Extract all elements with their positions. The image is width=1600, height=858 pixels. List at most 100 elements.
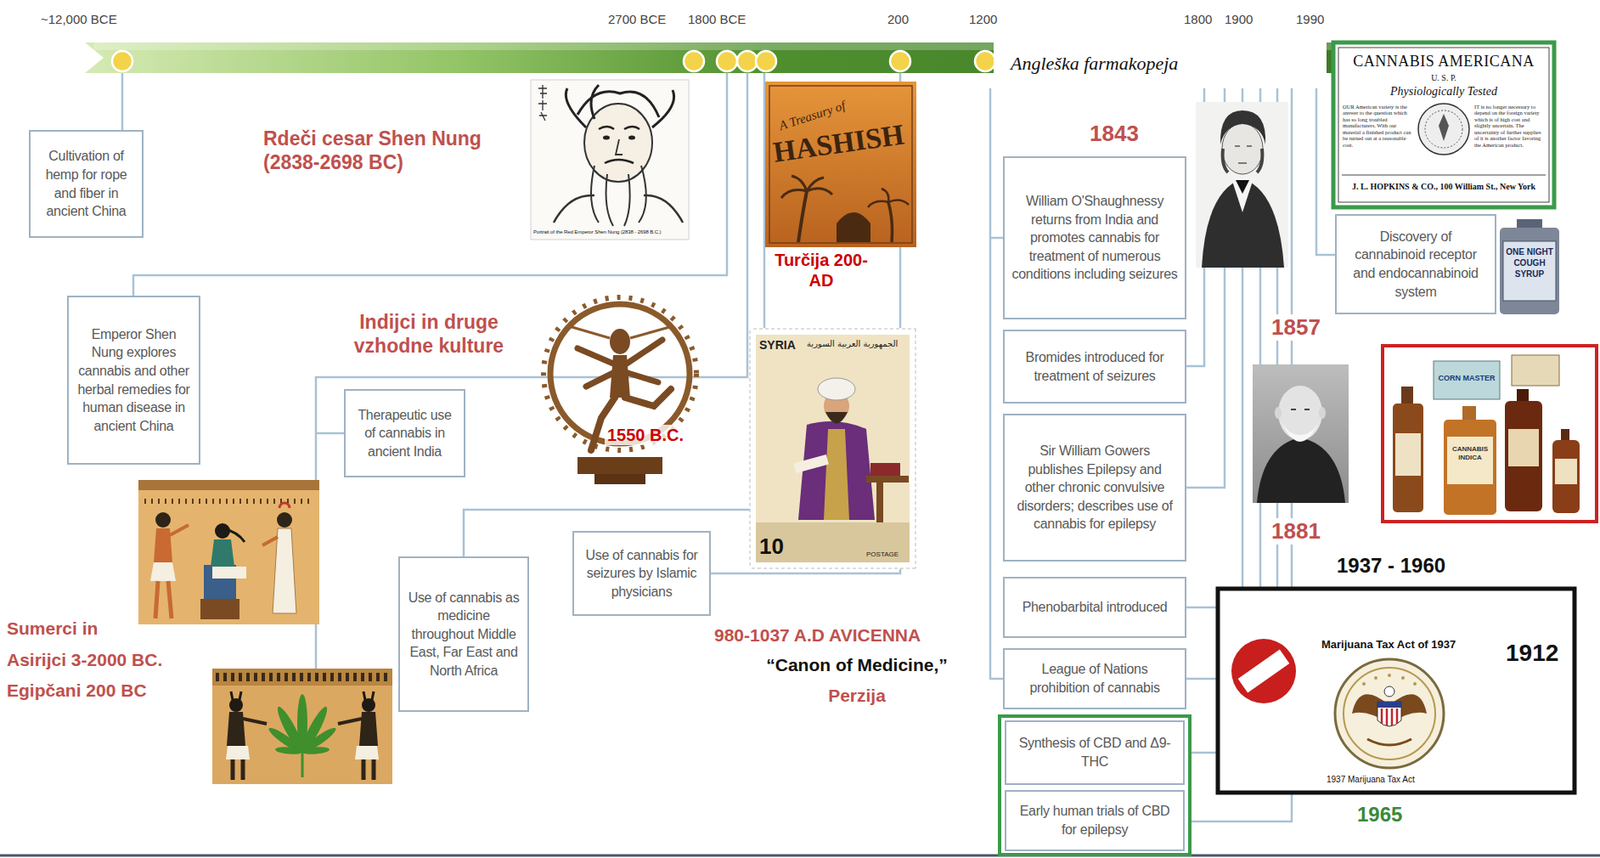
shen-nung-portrait bbox=[530, 79, 689, 240]
era-label: Indijci in druge vzhodne kulture bbox=[331, 310, 527, 358]
marijuana-tax-act-panel bbox=[1381, 708, 1398, 726]
image-caption: Portrait of the Red Emperor Shen Nung (2… bbox=[533, 229, 661, 236]
egyptian-painting bbox=[155, 512, 171, 528]
stamp-text: الجمهورية العربية السورية bbox=[806, 338, 898, 350]
highlight-frame bbox=[999, 715, 1190, 855]
box-text: Therapeutic use of cannabis in ancient I… bbox=[352, 405, 457, 462]
event-box: Cultivation of hemp for rope and fiber i… bbox=[28, 129, 144, 238]
timeline-dot bbox=[716, 50, 738, 72]
timeline-dot bbox=[112, 50, 133, 72]
cannabis-bottles bbox=[1504, 400, 1543, 512]
box-text: Use of cannabis for seizures by Islamic … bbox=[580, 546, 703, 602]
oshaughnessy-portrait bbox=[1235, 180, 1250, 194]
timeline-dot bbox=[683, 50, 705, 72]
cannabis-bottles bbox=[1508, 428, 1539, 467]
egyptian-cannabis-painting bbox=[242, 718, 267, 724]
avicenna-stamp bbox=[825, 411, 848, 424]
timeline-connectors bbox=[990, 88, 1003, 679]
marijuana-tax-act-panel bbox=[1367, 738, 1412, 745]
cannabis-americana-ad bbox=[1438, 113, 1449, 141]
event-box: Early human trials of CBD for epilepsy bbox=[1004, 789, 1185, 851]
egyptian-painting bbox=[212, 566, 247, 579]
hashish-book-cover bbox=[781, 175, 833, 198]
timeline-connectors bbox=[121, 73, 124, 130]
event-box: Use of cannabis as medicine throughout M… bbox=[398, 556, 530, 712]
bottle-label: CANNABIS INDICA bbox=[1447, 445, 1493, 462]
egyptian-cannabis-painting bbox=[361, 698, 376, 712]
avicenna-stamp bbox=[798, 421, 875, 520]
marijuana-tax-act-panel bbox=[1238, 649, 1291, 693]
timeline-dot bbox=[112, 50, 996, 72]
box-text: William O'Shaughnessy returns from India… bbox=[1011, 191, 1178, 284]
egyptian-cannabis-painting bbox=[302, 745, 331, 755]
egyptian-cannabis-painting bbox=[338, 718, 362, 724]
egyptian-painting bbox=[169, 524, 189, 536]
stamp-text: SYRIA bbox=[759, 338, 796, 353]
avicenna-stamp bbox=[876, 482, 884, 523]
hashish-book-cover bbox=[888, 202, 893, 243]
timeline-dot bbox=[737, 50, 758, 72]
egyptian-cannabis-painting bbox=[266, 724, 305, 755]
marijuana-tax-act-panel bbox=[1377, 701, 1402, 727]
ad-text: U. S. P. bbox=[1338, 73, 1550, 84]
egyptian-cannabis-painting bbox=[225, 745, 250, 760]
ad-text: J. L. HOPKINS & CO., 100 William St., Ne… bbox=[1338, 181, 1550, 192]
cannabis-americana-ad bbox=[1425, 110, 1463, 148]
era-label: Egipčani 200 BC bbox=[6, 679, 147, 701]
egyptian-painting bbox=[279, 502, 290, 508]
stamp-text: POSTAGE bbox=[866, 550, 899, 559]
shen-nung-portrait bbox=[565, 84, 674, 128]
timeline-dot bbox=[890, 50, 911, 72]
avicenna-stamp bbox=[866, 475, 909, 483]
stamp-value: 10 bbox=[759, 533, 784, 560]
date-label: 1550 B.C. bbox=[604, 424, 687, 446]
timeline-dot bbox=[974, 50, 996, 72]
avicenna-stamp bbox=[823, 428, 850, 520]
gowers-portrait bbox=[1318, 406, 1326, 419]
year-label: 1937 - 1960 bbox=[1336, 553, 1446, 579]
year-label: 1200 bbox=[969, 11, 998, 28]
egyptian-cannabis-painting bbox=[301, 751, 305, 778]
avicenna-stamp bbox=[749, 328, 916, 569]
cannabis-americana-ad bbox=[1418, 103, 1470, 155]
era-label: 980-1037 A.D AVICENNA bbox=[714, 624, 921, 646]
shen-nung-portrait bbox=[530, 79, 689, 240]
book-title: “Canon of Medicine,” bbox=[729, 653, 985, 676]
shen-nung-portrait bbox=[628, 135, 636, 141]
cannabis-americana-ad bbox=[1338, 47, 1550, 203]
era-label: Turčija 200- AD bbox=[774, 249, 868, 291]
egyptian-painting bbox=[138, 479, 320, 625]
oshaughnessy-portrait bbox=[1220, 110, 1266, 145]
ad-text: IT is no longer necessary to depend on t… bbox=[1474, 103, 1546, 148]
cough-syrup-bottle bbox=[1499, 219, 1560, 315]
hashish-book-cover bbox=[836, 212, 871, 243]
egyptian-cannabis-painting bbox=[354, 745, 379, 760]
marijuana-tax-act-panel bbox=[1217, 588, 1575, 793]
shen-nung-portrait bbox=[553, 195, 683, 223]
box-text: Use of cannabis as medicine throughout M… bbox=[406, 588, 521, 681]
year-label: 2700 BCE bbox=[608, 11, 666, 28]
box-text: Cultivation of hemp for rope and fiber i… bbox=[37, 146, 136, 220]
hashish-book-cover bbox=[765, 81, 917, 248]
oshaughnessy-portrait bbox=[1234, 146, 1252, 164]
event-box: Synthesis of CBD and Δ9-THC bbox=[1004, 720, 1185, 785]
cannabis-bottles bbox=[1511, 354, 1560, 386]
marijuana-tax-act-panel bbox=[1384, 686, 1395, 697]
gowers-portrait bbox=[1256, 437, 1346, 503]
cough-syrup-bottle bbox=[1499, 227, 1560, 315]
marijuana-tax-act-panel bbox=[1413, 681, 1417, 686]
year-label: 1881 bbox=[1268, 518, 1324, 545]
box-text: Discovery of cannabinoid receptor and en… bbox=[1343, 227, 1488, 301]
year-label: 1990 bbox=[1295, 11, 1324, 28]
egyptian-painting bbox=[276, 512, 293, 528]
marijuana-tax-act-panel bbox=[1362, 681, 1366, 686]
year-label: 1900 bbox=[1224, 11, 1253, 28]
egyptian-painting bbox=[150, 562, 176, 581]
oshaughnessy-portrait bbox=[1222, 123, 1263, 175]
egyptian-painting bbox=[272, 528, 297, 614]
egyptian-painting bbox=[138, 479, 320, 491]
cannabis-bottles bbox=[1392, 403, 1424, 513]
box-text: Early human trials of CBD for epilepsy bbox=[1013, 801, 1177, 839]
timeline-connectors bbox=[463, 73, 765, 557]
